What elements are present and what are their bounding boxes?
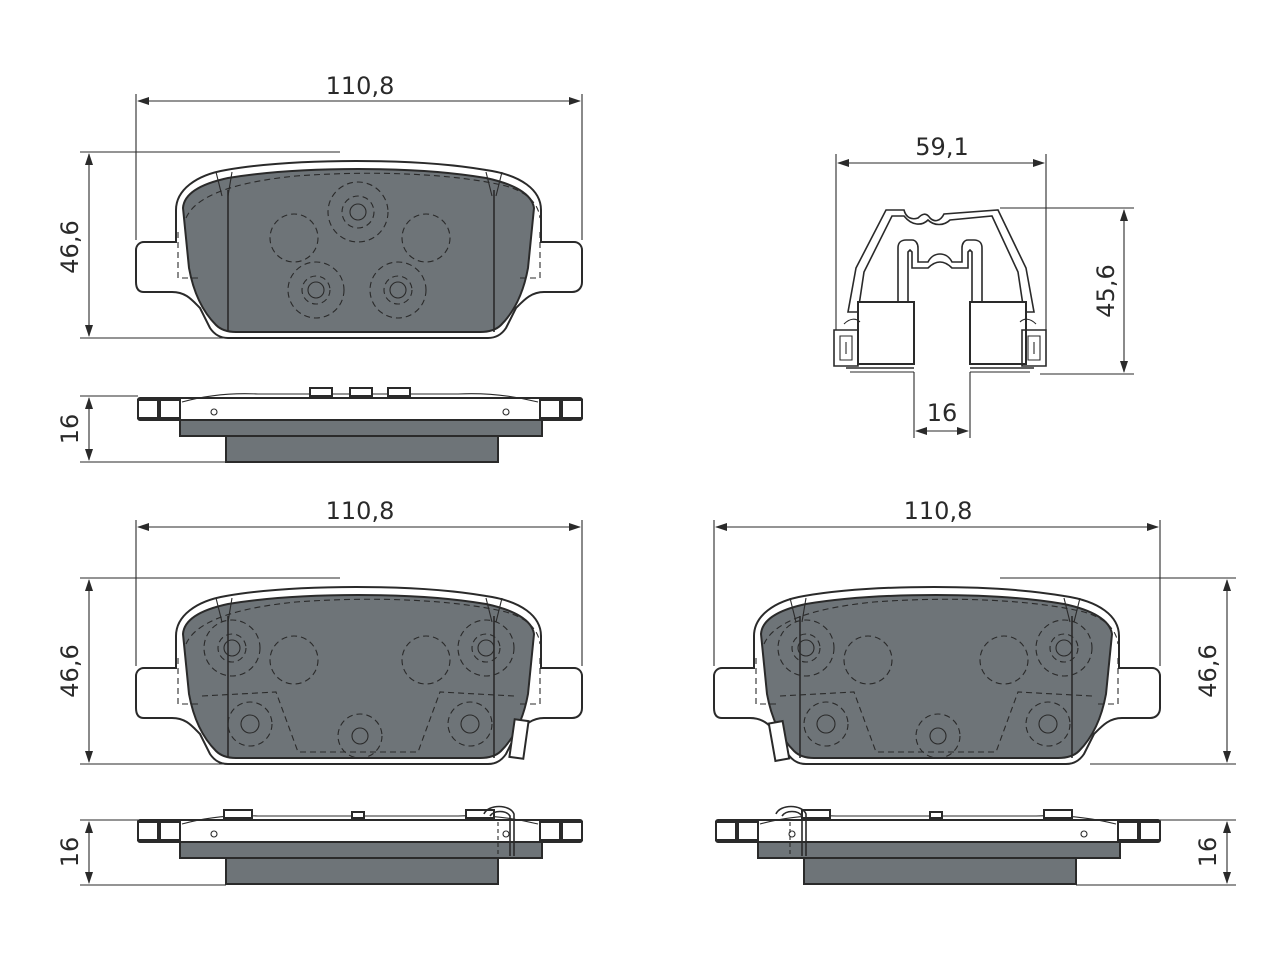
pad-3-thickness-dimension: 16: [1076, 819, 1236, 886]
pad-1-width-dimension: 110,8: [135, 72, 583, 240]
clip-width-dimension: 59,1: [835, 133, 1047, 330]
pad-1-thickness-dimension: 16: [56, 395, 226, 463]
pad-1-front-view: [135, 160, 583, 339]
clip-thickness-label: 16: [927, 399, 958, 427]
pad-2-thickness-label: 16: [56, 837, 84, 868]
clip-thickness-dimension: 16: [913, 372, 971, 438]
pad-2-height-label: 46,6: [56, 644, 84, 697]
pad-1-width-label: 110,8: [326, 72, 395, 100]
pad-3-height-label: 46,6: [1194, 644, 1222, 697]
pad-3-side-view: [715, 805, 1161, 885]
pad-1-height-dimension: 46,6: [56, 151, 340, 339]
clip-width-label: 59,1: [915, 133, 968, 161]
retaining-clip: [833, 209, 1047, 373]
pad-2-side-view: [137, 805, 583, 885]
pad-3-width-dimension: 110,8: [713, 497, 1161, 666]
pad-1-height-label: 46,6: [56, 220, 84, 273]
pad-2-thickness-dimension: 16: [56, 819, 226, 886]
pad-3-thickness-label: 16: [1194, 837, 1222, 868]
pad-2-width-label: 110,8: [326, 497, 395, 525]
clip-height-label: 45,6: [1092, 264, 1120, 317]
pad-3-width-label: 110,8: [904, 497, 973, 525]
pad-3-height-dimension: 46,6: [1000, 577, 1236, 765]
pad-2-height-dimension: 46,6: [56, 577, 340, 765]
clip-height-dimension: 45,6: [1000, 207, 1134, 375]
pad-1-side-view: [137, 387, 583, 463]
pad-2-width-dimension: 110,8: [135, 497, 583, 666]
pad-2-front-view: [135, 586, 583, 765]
pad-3-front-view: [713, 586, 1161, 765]
pad-1-thickness-label: 16: [56, 414, 84, 445]
